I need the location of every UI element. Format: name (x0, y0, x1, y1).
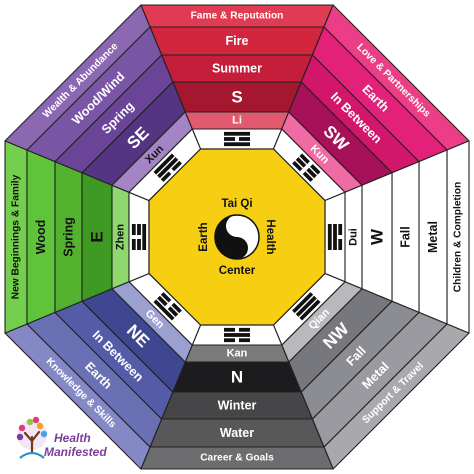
trigram-line (153, 153, 175, 175)
trigram-line (131, 224, 136, 250)
label-w-3: W (368, 228, 387, 245)
center-word-1: Health (264, 219, 276, 254)
trigram-ring (128, 128, 346, 346)
trigram-line (299, 299, 321, 321)
label-e-2: Spring (62, 217, 76, 257)
label-s-1: Fire (226, 34, 249, 48)
trigram-w (327, 224, 343, 250)
trigram-line (292, 160, 314, 182)
trigram-line (292, 292, 314, 314)
trigram-line (338, 224, 343, 250)
label-w-4: Dui (348, 228, 360, 246)
trigram-s (224, 131, 250, 147)
label-e-3: E (88, 231, 107, 242)
label-s-4: Li (232, 115, 242, 127)
trigram-line (157, 157, 179, 179)
trigram-line (295, 157, 317, 179)
label-e-0: New Beginnings & Family (11, 174, 22, 299)
label-w-1: Metal (426, 221, 440, 253)
trigram-line (224, 137, 250, 141)
sector-w: Children & Completion Metal Fall W Dui (344, 140, 470, 334)
trigram-line (295, 295, 317, 317)
center-word-3: Center (219, 265, 256, 277)
label-s-0: Fame & Reputation (191, 11, 284, 22)
trigram-line (224, 338, 250, 343)
trigram-line (224, 131, 250, 136)
trigram-line (327, 224, 332, 250)
label-n-0: Career & Goals (200, 453, 274, 464)
trigram-line (224, 333, 250, 337)
label-w-2: Fall (399, 226, 413, 248)
label-n-1: Water (220, 426, 254, 440)
trigram-n (224, 327, 250, 343)
label-e-1: Wood (34, 220, 48, 254)
trigram-line (160, 292, 182, 314)
trigram-line (160, 160, 182, 182)
trigram-e (131, 224, 147, 250)
center-word-0: Tai Qi (221, 198, 252, 210)
trigram-line (299, 153, 321, 175)
trigram-line (157, 295, 179, 317)
sector-n: Career & Goals Water Winter N Kan (140, 344, 334, 470)
logo-line-2: Manifested (44, 445, 107, 459)
trigram-line (333, 224, 337, 250)
label-n-3: N (231, 368, 243, 387)
trigram-line (137, 224, 141, 250)
label-e-4: Zhen (115, 224, 127, 251)
label-s-3: S (231, 88, 242, 107)
label-s-2: Summer (212, 62, 262, 76)
label-n-2: Winter (218, 399, 257, 413)
trigram-line (224, 327, 250, 332)
trigram-line (142, 224, 147, 250)
label-n-4: Kan (227, 348, 248, 360)
trigram-sw (292, 153, 321, 182)
center-word-2: Earth (198, 222, 210, 251)
trigram-ne (153, 292, 182, 321)
trigram-nw (292, 292, 321, 321)
trigram-line (224, 142, 250, 147)
label-w-0: Children & Completion (453, 182, 464, 292)
trigram-line (153, 299, 175, 321)
tree-of-life-icon (16, 416, 48, 459)
yin-yang-icon (214, 214, 260, 260)
logo-line-1: Health (54, 431, 91, 445)
trigram-se (153, 153, 182, 182)
